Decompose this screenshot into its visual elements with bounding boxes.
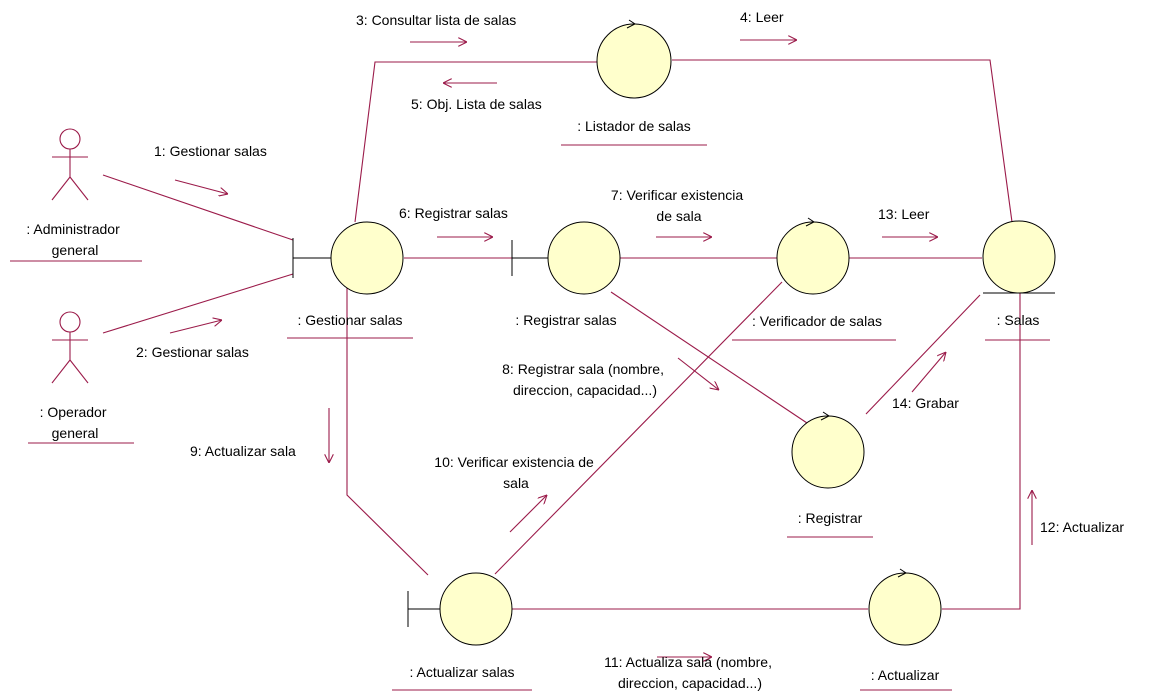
message-label-m6: 6: Registrar salas — [399, 205, 508, 221]
message-label-m7: 7: Verificar existencia de sala — [611, 187, 747, 224]
object-name-actualizar: : Actualizar — [871, 667, 940, 683]
object-name-salas: : Salas — [997, 312, 1040, 328]
message-label-m2: 2: Gestionar salas — [136, 344, 249, 360]
link-listador-salas — [672, 59, 1013, 223]
message-label-m8: 8: Registrar sala (nombre, direccion, ca… — [502, 361, 668, 398]
actor-name-admin: : Administrador general — [26, 221, 123, 258]
message-arrow-m8 — [677, 357, 719, 390]
link-actualizar-salas-verificador — [494, 281, 783, 575]
object-name-actualizar-salas: : Actualizar salas — [409, 664, 514, 680]
object-verificador[interactable] — [776, 217, 850, 295]
message-label-m1: 1: Gestionar salas — [154, 143, 267, 159]
object-gestionar[interactable] — [292, 221, 404, 295]
object-registrar-salas[interactable] — [511, 221, 621, 295]
actor-admin[interactable] — [51, 128, 89, 201]
object-registrar[interactable] — [791, 411, 865, 489]
boundary-icon — [547, 221, 621, 295]
message-label-m13: 13: Leer — [878, 206, 930, 222]
object-actualizar-salas[interactable] — [407, 572, 513, 646]
message-arrow-m14 — [911, 352, 946, 393]
names: : Administrador general : Operador gener… — [10, 118, 1050, 691]
message-label-m4: 4: Leer — [740, 9, 784, 25]
object-listador[interactable] — [596, 19, 672, 99]
message-label-m14: 14: Grabar — [892, 395, 959, 411]
actor-head — [59, 311, 81, 333]
object-name-listador: : Listador de salas — [577, 118, 691, 134]
control-icon — [791, 415, 865, 489]
links — [102, 59, 1021, 610]
link-admin-gestionar — [102, 174, 294, 241]
link-gestionar-actualizar-salas — [346, 285, 429, 576]
link-gestionar-listador — [354, 61, 597, 223]
object-name-gestionar: : Gestionar salas — [297, 312, 402, 328]
entity-icon — [982, 220, 1056, 294]
actor-operador[interactable] — [51, 311, 89, 384]
object-salas[interactable] — [982, 220, 1056, 294]
message-label-m9: 9: Actualizar sala — [190, 443, 296, 459]
message-label-m12: 12: Actualizar — [1040, 519, 1124, 535]
message-label-m5: 5: Obj. Lista de salas — [411, 96, 542, 112]
object-name-verificador: : Verificador de salas — [752, 313, 882, 329]
object-actualizar[interactable] — [868, 568, 942, 646]
message-arrow-m10 — [509, 495, 547, 533]
link-registrar-salas-link — [865, 294, 981, 415]
object-name-registrar-salas: : Registrar salas — [515, 312, 616, 328]
message-arrows — [169, 40, 1032, 657]
message-label-m11: 11: Actualiza sala (nombre, direccion, c… — [604, 654, 776, 691]
message-labels: 1: Gestionar salas 2: Gestionar salas 3:… — [136, 9, 1124, 691]
actor-head — [59, 128, 81, 150]
message-label-m3: 3: Consultar lista de salas — [356, 12, 516, 28]
control-icon — [596, 23, 672, 99]
message-arrow-m1 — [174, 179, 228, 194]
boundary-icon — [330, 221, 404, 295]
actor-name-operador: : Operador general — [40, 404, 111, 441]
boundary-icon — [439, 572, 513, 646]
message-label-m10: 10: Verificar existencia de sala — [434, 454, 597, 491]
link-registrar-salas-registrar — [610, 291, 811, 426]
object-name-registrar: : Registrar — [798, 510, 863, 526]
control-icon — [868, 572, 942, 646]
link-operador-gestionar — [102, 273, 294, 334]
message-arrow-m2 — [169, 320, 222, 334]
link-actualizar-salas-entity — [942, 292, 1021, 610]
control-icon — [776, 221, 850, 295]
